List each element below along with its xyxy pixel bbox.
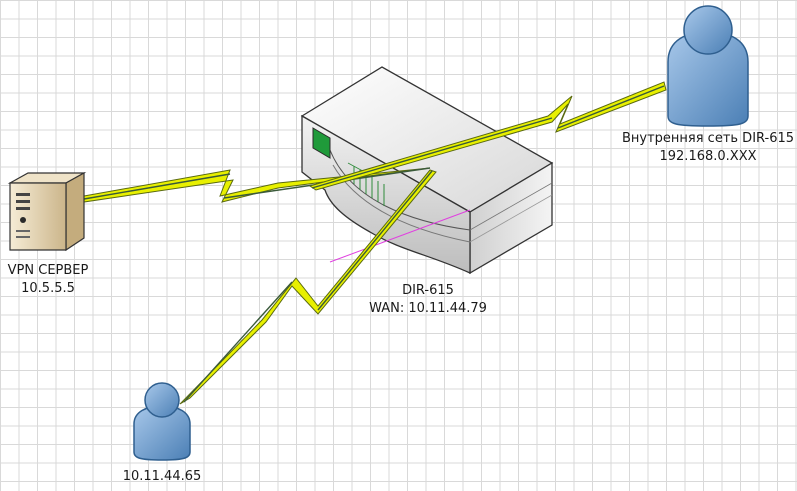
internal-network-label: Внутренняя сеть DIR-615 192.168.0.XXX [622, 130, 794, 166]
server-icon [7, 171, 87, 252]
wan-link-remote [179, 169, 437, 405]
internal-network-address: 192.168.0.XXX [659, 149, 757, 164]
user-icon [133, 382, 191, 461]
vpn-server-address: 10.5.5.5 [21, 281, 75, 296]
vpn-server-name: VPN СЕРВЕР [7, 263, 89, 278]
remote-user-address: 10.11.44.65 [122, 469, 202, 484]
router-label: DIR-615 WAN: 10.11.44.79 [369, 282, 487, 318]
internal-network-name: Внутренняя сеть DIR-615 [621, 131, 795, 146]
router-status-led [312, 127, 331, 159]
router-icon [300, 66, 554, 275]
router-wan-address: WAN: 10.11.44.79 [369, 301, 487, 316]
user-icon [667, 5, 749, 127]
vpn-server-label: VPN СЕРВЕР 10.5.5.5 [8, 262, 89, 298]
router-name: DIR-615 [402, 283, 454, 298]
lan-link-internal [308, 81, 667, 191]
remote-user-label: 10.11.44.65 [123, 468, 202, 486]
